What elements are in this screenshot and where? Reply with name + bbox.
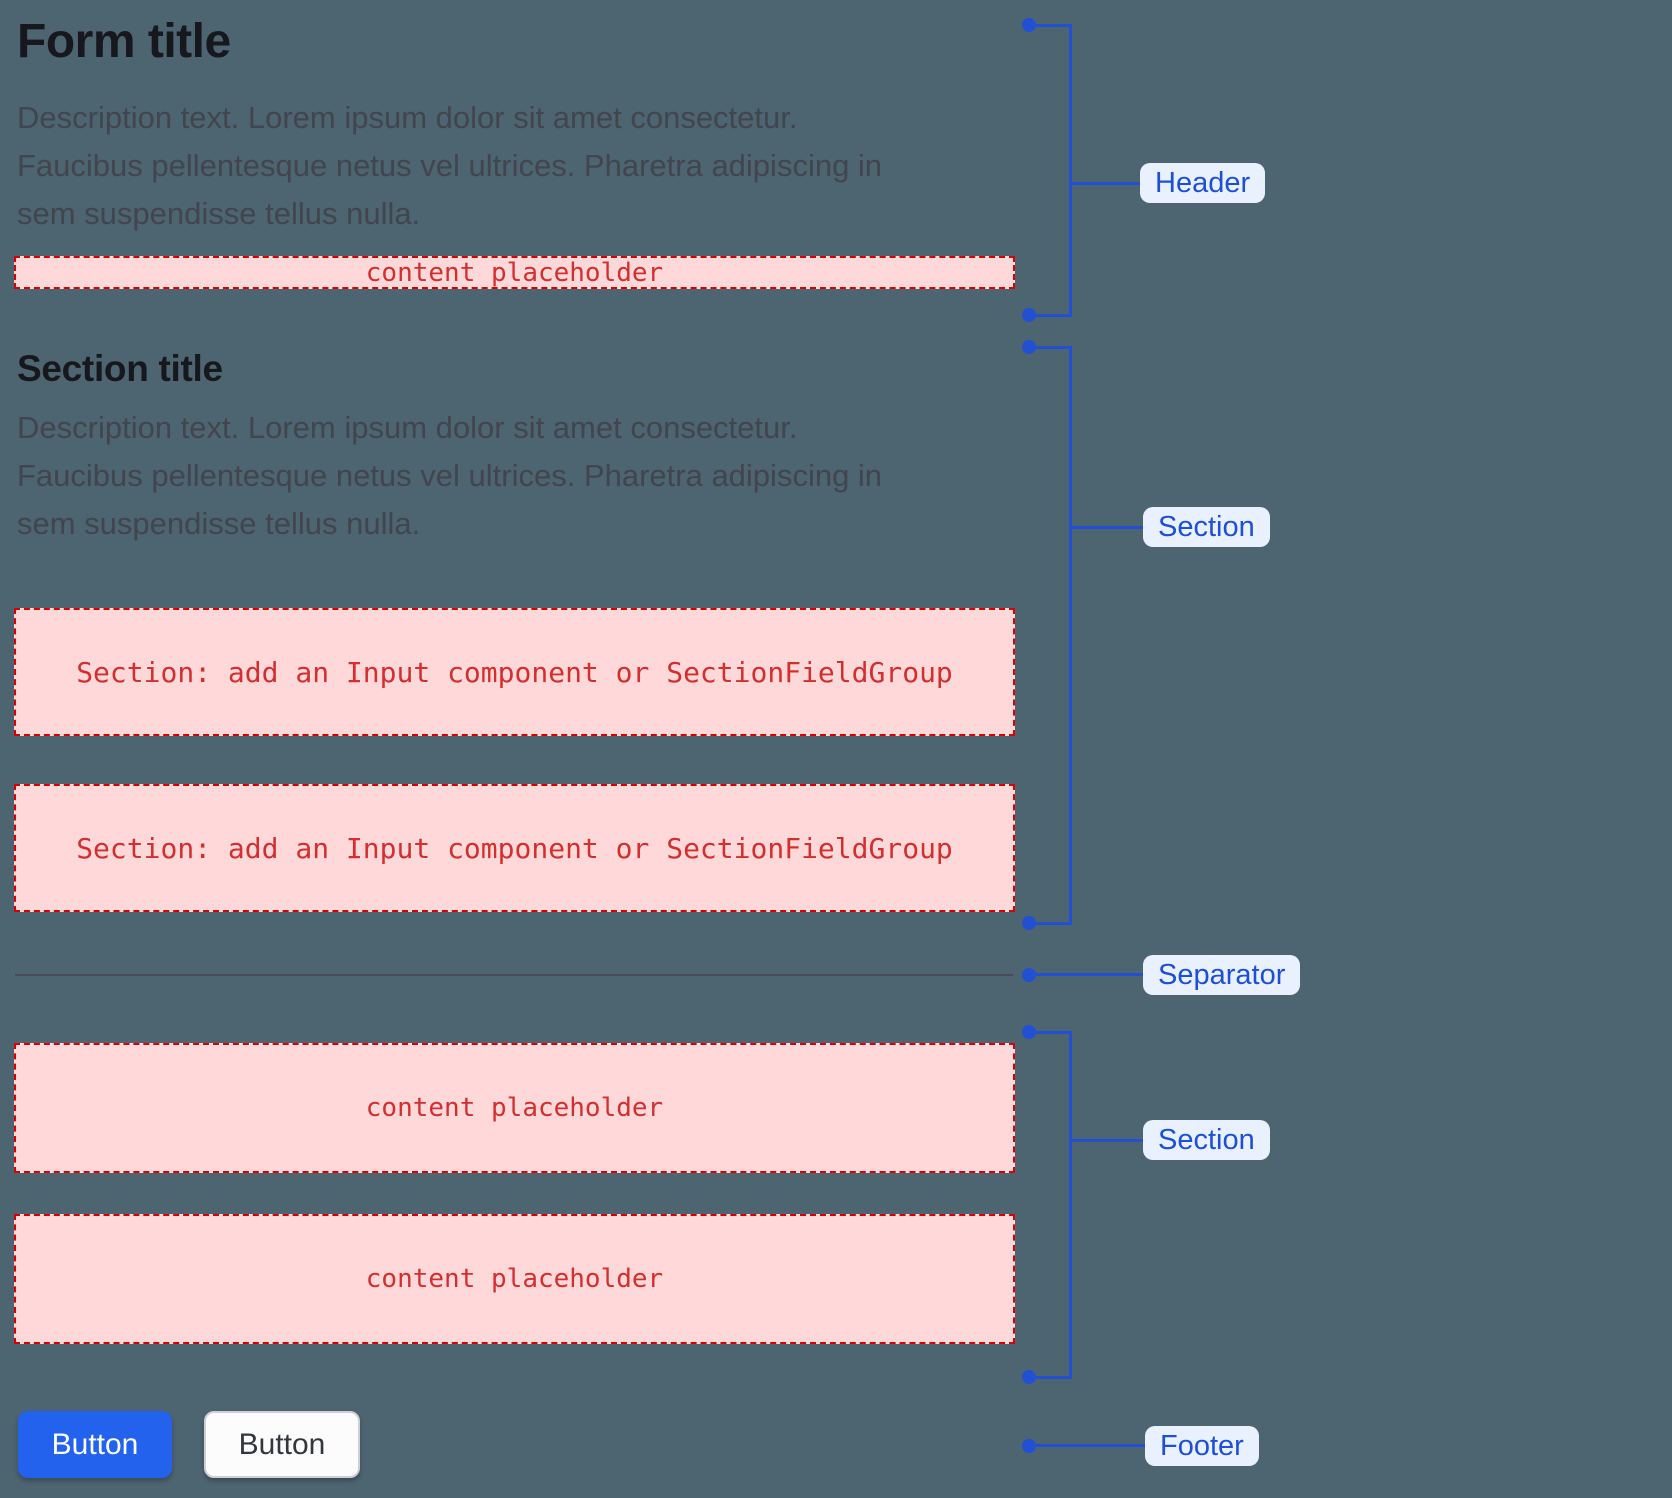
section-input-placeholder-1: Section: add an Input component or Secti…: [14, 608, 1015, 736]
form-description: Description text. Lorem ipsum dolor sit …: [17, 100, 883, 231]
secondary-button[interactable]: Button: [204, 1411, 360, 1478]
header-bracket-bottom-dot: [1022, 308, 1036, 322]
section2-content-placeholder-1: content placeholder: [14, 1043, 1015, 1173]
header-bracket-top-stub: [1029, 24, 1072, 27]
section2-label: Section: [1143, 1120, 1270, 1160]
section-label-connector: [1072, 526, 1143, 529]
section2-content-placeholder-2: content placeholder: [14, 1214, 1015, 1344]
section-description: Description text. Lorem ipsum dolor sit …: [17, 410, 883, 541]
header-content-placeholder: content placeholder: [14, 256, 1015, 289]
section-bracket-vertical: [1069, 346, 1072, 925]
header-label-connector: [1072, 182, 1140, 185]
header-bracket-vertical: [1069, 24, 1072, 317]
section2-content-placeholder-2-text: content placeholder: [365, 1264, 664, 1294]
primary-button[interactable]: Button: [18, 1411, 172, 1478]
section-bracket-bottom-dot: [1022, 916, 1036, 930]
header-bracket-bottom-stub: [1029, 314, 1072, 317]
section2-content-placeholder-1-text: content placeholder: [365, 1093, 664, 1123]
section-input-placeholder-2-text: Section: add an Input component or Secti…: [76, 831, 953, 865]
header-label: Header: [1140, 163, 1266, 203]
section-bracket-bottom-stub: [1029, 922, 1072, 925]
section-input-placeholder-2: Section: add an Input component or Secti…: [14, 784, 1015, 912]
section-input-placeholder-1-text: Section: add an Input component or Secti…: [76, 655, 953, 689]
form-title: Form title: [17, 15, 231, 68]
section2-label-connector: [1072, 1139, 1143, 1142]
separator-label: Separator: [1143, 955, 1301, 995]
section2-bracket-bottom-dot: [1022, 1370, 1036, 1384]
section2-bracket-bottom-stub: [1029, 1376, 1072, 1379]
separator-label-connector: [1029, 973, 1143, 976]
section-bracket-top-stub: [1029, 346, 1072, 349]
section2-bracket-top-stub: [1029, 1031, 1072, 1034]
section-title: Section title: [17, 348, 223, 389]
section-label: Section: [1143, 507, 1270, 547]
section2-bracket-vertical: [1069, 1031, 1072, 1379]
separator-line: [15, 974, 1013, 976]
header-content-placeholder-text: content placeholder: [365, 257, 664, 288]
footer-label-connector: [1029, 1444, 1145, 1447]
footer-label: Footer: [1145, 1426, 1259, 1466]
